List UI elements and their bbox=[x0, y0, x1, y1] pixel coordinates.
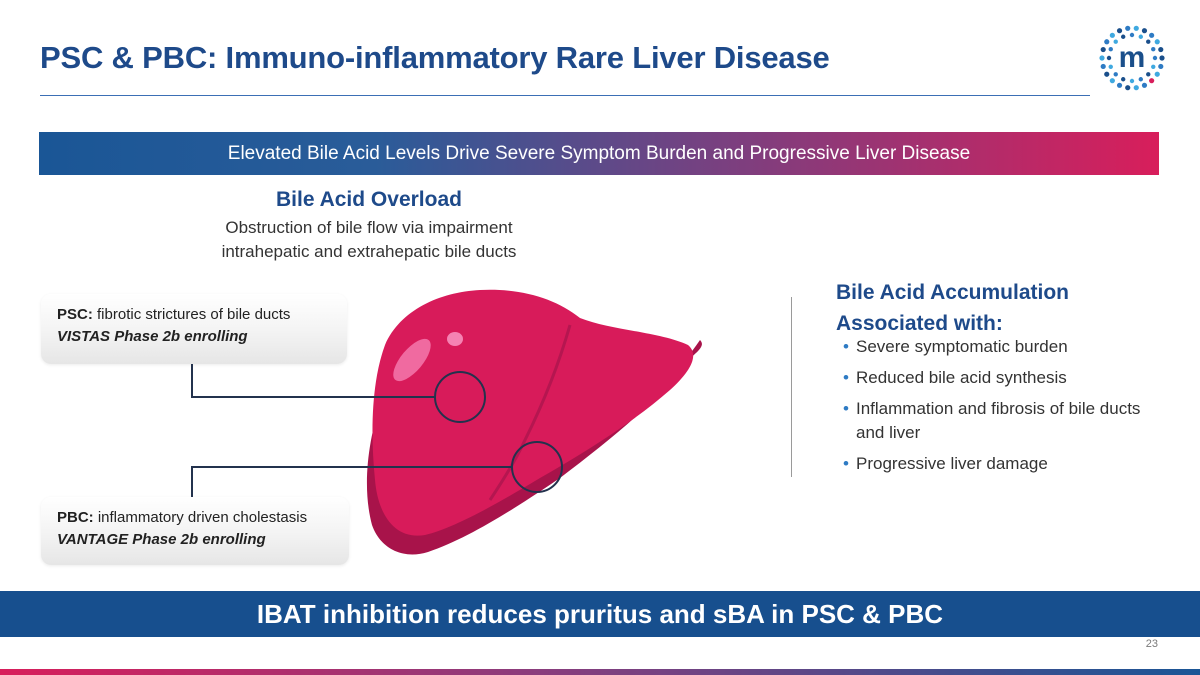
pbc-card: PBC: inflammatory driven cholestasis VAN… bbox=[41, 497, 349, 565]
bullet-icon: • bbox=[843, 337, 849, 356]
logo-dot bbox=[1154, 39, 1160, 45]
bullet-icon: • bbox=[843, 399, 849, 418]
logo-dot bbox=[1120, 34, 1126, 39]
liver-shadow bbox=[366, 340, 702, 555]
logo-dot bbox=[1158, 46, 1164, 53]
logo-icon: m bbox=[1099, 25, 1165, 91]
logo-dot bbox=[1106, 55, 1112, 61]
bottom-gradient-strip bbox=[0, 669, 1200, 675]
list-item: •Progressive liver damage bbox=[843, 452, 1143, 476]
logo-dot bbox=[1149, 32, 1155, 38]
page-number: 23 bbox=[1145, 638, 1158, 650]
overload-description: Obstruction of bile flow via impairment … bbox=[221, 218, 517, 261]
logo-dot bbox=[1100, 63, 1106, 70]
logo-dot bbox=[1104, 71, 1110, 77]
list-item: •Reduced bile acid synthesis bbox=[843, 366, 1143, 390]
logo-dot bbox=[1141, 28, 1148, 34]
list-item: •Severe symptomatic burden bbox=[843, 335, 1143, 359]
logo-dot bbox=[1152, 55, 1158, 61]
logo-dot bbox=[1100, 46, 1106, 53]
logo-dot bbox=[1146, 39, 1151, 44]
title-divider bbox=[40, 95, 1090, 96]
logo-dot bbox=[1146, 72, 1151, 77]
psc-highlight-circle bbox=[434, 371, 486, 423]
liver-illustration bbox=[372, 289, 694, 536]
logo-dot bbox=[1116, 82, 1123, 88]
logo-dot bbox=[1125, 85, 1131, 91]
pbc-connector bbox=[191, 466, 512, 497]
pbc-text: inflammatory driven cholestasis bbox=[93, 509, 308, 526]
logo-dot bbox=[1149, 78, 1155, 84]
logo-dot bbox=[1109, 32, 1115, 38]
pbc-label: PBC: bbox=[57, 509, 94, 526]
svg-text:m: m bbox=[1119, 41, 1146, 74]
bullet-icon: • bbox=[843, 454, 849, 473]
psc-label: PSC: bbox=[57, 306, 93, 323]
psc-card: PSC: fibrotic strictures of bile ducts V… bbox=[41, 294, 347, 364]
logo-dot bbox=[1129, 78, 1135, 84]
logo-dot bbox=[1158, 63, 1164, 70]
logo-dot bbox=[1133, 25, 1139, 31]
logo-dot bbox=[1151, 46, 1156, 52]
psc-connector bbox=[191, 364, 436, 398]
banner: Elevated Bile Acid Levels Drive Severe S… bbox=[39, 132, 1159, 175]
logo-dot bbox=[1138, 34, 1144, 39]
vertical-divider bbox=[791, 297, 792, 477]
logo-dot bbox=[1104, 39, 1110, 45]
logo-dot bbox=[1109, 78, 1115, 84]
logo-dot bbox=[1108, 46, 1113, 52]
logo-dot bbox=[1116, 28, 1123, 34]
logo-dot bbox=[1113, 72, 1118, 77]
logo-dot bbox=[1151, 64, 1156, 70]
overload-title: Bile Acid Overload bbox=[276, 188, 462, 211]
logo-dot bbox=[1108, 64, 1113, 70]
logo-dot bbox=[1129, 32, 1135, 38]
psc-text: fibrotic strictures of bile ducts bbox=[92, 306, 291, 323]
logo-dot bbox=[1113, 39, 1118, 44]
footer-banner: IBAT inhibition reduces pruritus and sBA… bbox=[0, 591, 1200, 637]
logo-dot bbox=[1125, 25, 1131, 31]
logo-dot bbox=[1099, 55, 1105, 61]
bullet-icon: • bbox=[843, 368, 849, 387]
logo-dot bbox=[1159, 55, 1165, 61]
page-title: PSC & PBC: Immuno-inflammatory Rare Live… bbox=[40, 40, 830, 75]
logo-dot bbox=[1133, 85, 1139, 91]
logo-dot bbox=[1138, 77, 1144, 82]
psc-status: VISTAS Phase 2b enrolling bbox=[57, 328, 248, 345]
pbc-status: VANTAGE Phase 2b enrolling bbox=[57, 531, 266, 548]
logo-dot bbox=[1141, 82, 1148, 88]
logo-dot bbox=[1154, 71, 1160, 77]
list-item: •Inflammation and fibrosis of bile ducts… bbox=[843, 399, 1141, 442]
logo-dot bbox=[1120, 77, 1126, 82]
accumulation-list: •Severe symptomatic burden •Reduced bile… bbox=[843, 335, 1143, 483]
accumulation-title: Bile Acid Accumulation Associated with: bbox=[836, 281, 1069, 335]
pbc-highlight-circle bbox=[511, 441, 563, 493]
